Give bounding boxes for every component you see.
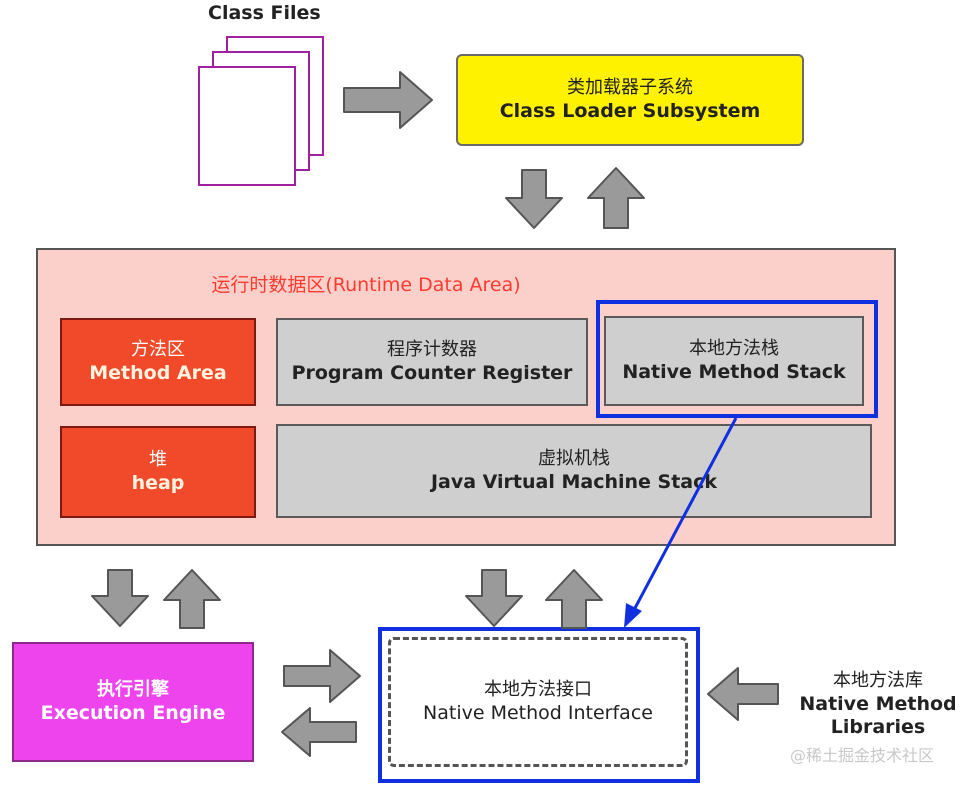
arrow-down-icon	[465, 569, 523, 627]
native-method-stack-highlight	[596, 300, 878, 418]
native-libraries-en-line1: Native Method	[799, 692, 957, 715]
method-area-zh: 方法区	[131, 338, 185, 360]
arrow-up-icon	[587, 167, 645, 229]
native-method-stack-en: Native Method Stack	[622, 361, 846, 384]
jvm-stack-box: 虚拟机栈 Java Virtual Machine Stack	[276, 424, 872, 518]
native-interface-en: Native Method Interface	[423, 702, 653, 725]
native-libraries-zh: 本地方法库	[833, 670, 923, 691]
native-libraries-en-line2: Libraries	[830, 716, 926, 739]
arrow-down-icon	[505, 169, 563, 229]
native-interface-zh: 本地方法接口	[484, 678, 592, 700]
pc-register-en: Program Counter Register	[291, 362, 573, 385]
class-loader-title-en: Class Loader Subsystem	[499, 100, 761, 123]
execution-engine-en: Execution Engine	[40, 702, 226, 725]
jvm-stack-en: Java Virtual Machine Stack	[430, 471, 718, 494]
native-stack-connector-arrowhead	[624, 603, 642, 628]
pc-register-zh: 程序计数器	[387, 338, 477, 360]
heap-box: 堆 heap	[60, 426, 256, 518]
heap-zh: 堆	[149, 448, 167, 470]
arrow-right-icon	[343, 71, 433, 129]
arrow-up-icon	[163, 569, 221, 629]
native-method-stack-box: 本地方法栈 Native Method Stack	[604, 316, 864, 406]
execution-engine-zh: 执行引擎	[97, 678, 169, 700]
arrow-left-icon	[707, 667, 779, 721]
class-loader-subsystem: 类加载器子系统 Class Loader Subsystem	[456, 54, 804, 146]
native-method-stack-zh: 本地方法栈	[689, 337, 779, 359]
watermark-text: @稀土掘金技术社区	[790, 746, 935, 765]
jvm-stack-zh: 虚拟机栈	[538, 447, 610, 469]
native-interface-highlight	[378, 627, 700, 783]
heap-en: heap	[131, 472, 185, 495]
pc-register-box: 程序计数器 Program Counter Register	[276, 318, 588, 406]
arrow-left-icon	[281, 707, 357, 757]
native-stack-connector-line	[632, 417, 738, 611]
runtime-data-area-title: 运行时数据区(Runtime Data Area)	[211, 274, 521, 296]
class-file-page-front	[198, 66, 296, 186]
native-method-libraries: 本地方法库 Native Method Libraries	[790, 660, 966, 750]
arrow-up-icon	[545, 569, 603, 629]
class-loader-title-zh: 类加载器子系统	[567, 76, 693, 98]
native-method-interface-box: 本地方法接口 Native Method Interface	[388, 637, 688, 767]
arrow-down-icon	[91, 569, 149, 627]
class-files-label: Class Files	[208, 2, 321, 24]
method-area-box: 方法区 Method Area	[60, 318, 256, 406]
execution-engine-box: 执行引擎 Execution Engine	[12, 642, 254, 762]
method-area-en: Method Area	[89, 362, 227, 385]
arrow-right-icon	[283, 649, 361, 703]
